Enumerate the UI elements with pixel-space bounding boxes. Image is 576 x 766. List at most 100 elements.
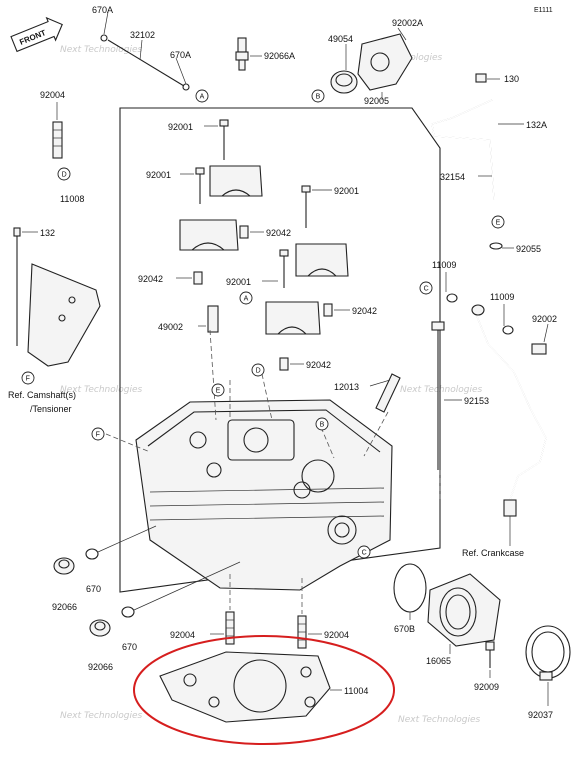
- callout-C: C: [357, 545, 371, 559]
- label-92005: 92005: [364, 96, 389, 106]
- part-49002: [207, 305, 219, 333]
- label-16065: 16065: [426, 656, 451, 666]
- bolt-92002: [531, 343, 547, 355]
- label-92153: 92153: [464, 396, 489, 406]
- o-ring-670: [85, 548, 99, 560]
- watermark: Next Technologies: [398, 715, 481, 725]
- head-gasket-11004: [159, 651, 331, 723]
- part-92005: [357, 33, 413, 91]
- label-92001: 92001: [334, 186, 359, 196]
- svg-text:A: A: [200, 94, 205, 101]
- svg-text:D: D: [62, 172, 67, 179]
- dowel-92042: [279, 357, 289, 371]
- callout-E: E: [491, 215, 505, 229]
- label-92066: 92066: [88, 662, 113, 672]
- watermarks: Next Technologies Next Technologies Next…: [60, 45, 483, 725]
- svg-text:B: B: [316, 94, 321, 101]
- label-670B: 670B: [394, 624, 415, 634]
- part-92066A: [235, 37, 249, 71]
- front-arrow-icon: FRONT: [10, 16, 63, 53]
- callout-A: A: [195, 89, 209, 103]
- cam-cap-center: [265, 301, 321, 335]
- washer-11009: [502, 325, 514, 335]
- stud-92004: [225, 611, 235, 645]
- plug-92066: [89, 619, 111, 637]
- watermark: Next Technologies: [60, 385, 143, 395]
- label-11008: 11008: [60, 194, 84, 204]
- svg-text:E: E: [496, 220, 501, 227]
- dowel-92042: [193, 271, 203, 285]
- label-32102: 32102: [130, 30, 155, 40]
- bolt-92001: [279, 249, 289, 288]
- label-130: 130: [504, 74, 519, 84]
- part-49054: [330, 70, 358, 94]
- holder-16065: [427, 573, 501, 647]
- callout-E: E: [211, 383, 225, 397]
- label-92001: 92001: [226, 277, 251, 287]
- part-32154: [431, 99, 495, 201]
- svg-text:E: E: [216, 388, 221, 395]
- label-92042: 92042: [266, 228, 291, 238]
- label-92042: 92042: [352, 306, 377, 316]
- diagram-code: E1111: [534, 7, 553, 14]
- o-ring-670B: [393, 563, 427, 613]
- watermark: Next Technologies: [400, 385, 483, 395]
- svg-text:C: C: [362, 550, 367, 557]
- cam-cap-left-lower: [179, 219, 239, 251]
- ref-camshaft: Ref. Camshaft(s): [8, 390, 76, 400]
- callout-C: C: [419, 281, 433, 295]
- highlight-ellipse: [133, 635, 395, 745]
- callout-F: F: [21, 371, 35, 385]
- screw-92009: [485, 641, 495, 668]
- svg-text:B: B: [320, 422, 325, 429]
- callout-B: B: [311, 89, 325, 103]
- label-92001: 92001: [146, 170, 171, 180]
- label-12013: 12013: [334, 382, 359, 392]
- bolt-92001: [195, 167, 205, 204]
- label-11004: 11004: [344, 686, 368, 696]
- ref-tensioner: /Tensioner: [30, 404, 72, 414]
- callout-D: D: [57, 167, 71, 181]
- label-670A: 670A: [92, 5, 113, 15]
- clamp-92037: [525, 625, 571, 681]
- label-11009: 11009: [432, 260, 456, 270]
- label-132: 132: [40, 228, 55, 238]
- part-132: [13, 227, 21, 346]
- svg-text:F: F: [96, 432, 100, 439]
- plug-92066: [53, 557, 75, 575]
- part-130: [475, 73, 487, 83]
- bolt-92001: [301, 185, 311, 228]
- bolt-92001: [219, 119, 229, 160]
- part-32102: [100, 34, 190, 91]
- part-92153: [431, 321, 445, 470]
- label-92009: 92009: [474, 682, 499, 692]
- label-92001: 92001: [168, 122, 193, 132]
- label-11009: 11009: [490, 292, 514, 302]
- label-92037: 92037: [528, 710, 553, 720]
- label-92055: 92055: [516, 244, 541, 254]
- label-92004: 92004: [40, 90, 65, 100]
- callout-B: B: [315, 417, 329, 431]
- label-92002A: 92002A: [392, 18, 423, 28]
- label-670: 670: [86, 584, 101, 594]
- part-92055: [489, 242, 503, 250]
- part-labels: 670A 32102 670A 92066A 49054 92002A 130 …: [40, 5, 557, 720]
- label-92066A: 92066A: [264, 51, 295, 61]
- callout-F: F: [91, 427, 105, 441]
- washer-11009: [446, 293, 458, 303]
- watermark: Next Technologies: [60, 711, 143, 721]
- label-49002: 49002: [158, 322, 183, 332]
- stud-92004: [297, 615, 307, 649]
- svg-text:F: F: [26, 376, 30, 383]
- o-ring-670: [121, 606, 135, 618]
- cam-cap-left: [209, 165, 263, 197]
- svg-text:A: A: [244, 296, 249, 303]
- svg-text:D: D: [256, 368, 261, 375]
- label-132A: 132A: [526, 120, 547, 130]
- cylinder-head: [135, 399, 393, 591]
- label-49054: 49054: [328, 34, 353, 44]
- camshaft-tensioner-bracket: [27, 263, 101, 367]
- label-92066: 92066: [52, 602, 77, 612]
- label-92004: 92004: [170, 630, 195, 640]
